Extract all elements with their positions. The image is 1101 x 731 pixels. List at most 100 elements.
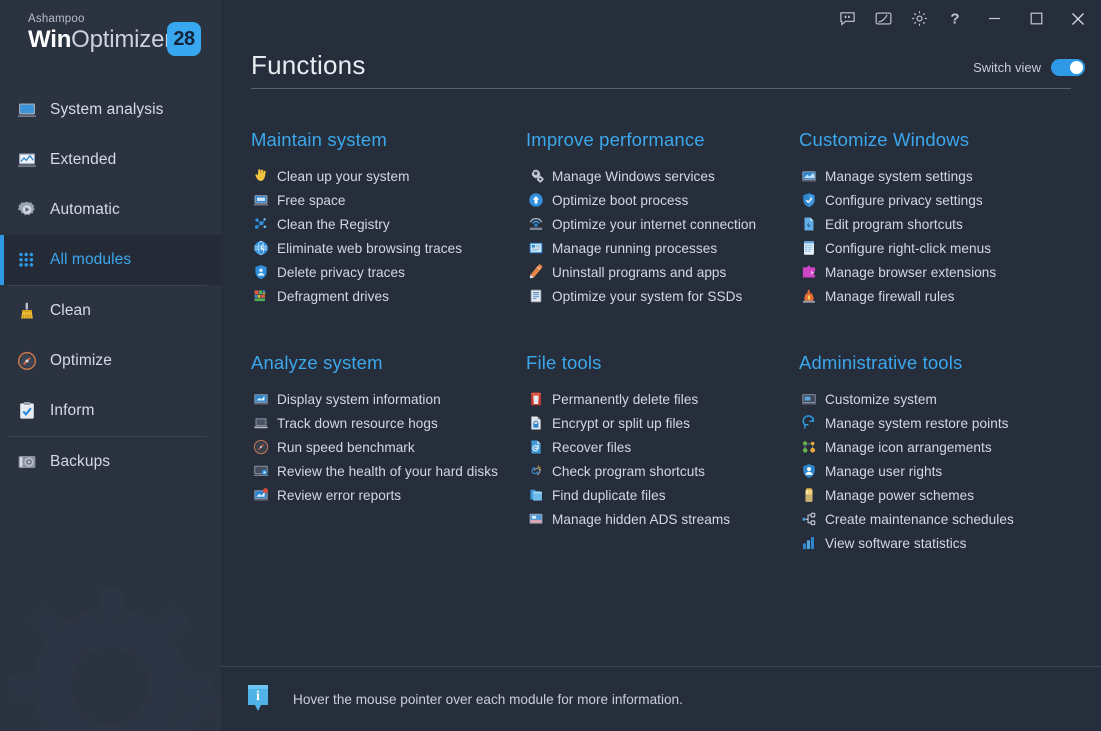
- brand-name-bold: Win: [28, 26, 72, 53]
- sidebar-item-extended[interactable]: Extended: [0, 135, 221, 185]
- function-item[interactable]: Eliminate web browsing traces: [251, 236, 526, 260]
- minimize-icon[interactable]: [973, 1, 1015, 37]
- laptop-icon: [251, 415, 270, 432]
- sidebar-item-label: All modules: [50, 251, 132, 268]
- function-item[interactable]: Recover files: [526, 435, 799, 459]
- function-item[interactable]: Check program shortcuts: [526, 459, 799, 483]
- function-item[interactable]: Display system information: [251, 387, 526, 411]
- duplicate-files-icon: [526, 487, 545, 504]
- window-titlebar: ?: [221, 0, 1101, 37]
- header-divider: [251, 88, 1071, 89]
- function-item-label: Optimize your system for SSDs: [552, 288, 743, 304]
- battery-icon: [799, 487, 818, 504]
- feedback-icon[interactable]: [829, 1, 865, 37]
- function-item[interactable]: Optimize your system for SSDs: [526, 284, 799, 308]
- news-icon[interactable]: [865, 1, 901, 37]
- gear-icon[interactable]: [901, 1, 937, 37]
- function-item-label: Review the health of your hard disks: [277, 463, 498, 479]
- function-item[interactable]: Clean the Registry: [251, 212, 526, 236]
- function-item[interactable]: Optimize your internet connection: [526, 212, 799, 236]
- function-item-label: Create maintenance schedules: [825, 511, 1014, 527]
- function-item[interactable]: Create maintenance schedules: [799, 507, 1085, 531]
- function-item[interactable]: Configure privacy settings: [799, 188, 1085, 212]
- function-item[interactable]: Review the health of your hard disks: [251, 459, 526, 483]
- function-item-label: Clean up your system: [277, 168, 410, 184]
- function-item-label: Find duplicate files: [552, 487, 666, 503]
- function-item[interactable]: Manage user rights: [799, 459, 1085, 483]
- ads-streams-icon: [526, 511, 545, 528]
- restore-icon: [799, 415, 818, 432]
- function-item[interactable]: Manage browser extensions: [799, 260, 1085, 284]
- function-item[interactable]: Manage icon arrangements: [799, 435, 1085, 459]
- sidebar-item-backups[interactable]: Backups: [0, 437, 221, 487]
- sidebar-item-inform[interactable]: Inform: [0, 386, 221, 436]
- function-item-label: Manage system restore points: [825, 415, 1009, 431]
- encrypt-file-icon: [526, 415, 545, 432]
- svg-text:i: i: [256, 689, 260, 704]
- function-item[interactable]: View software statistics: [799, 531, 1085, 555]
- icon-arrange-icon: [799, 439, 818, 456]
- status-bar-text: Hover the mouse pointer over each module…: [293, 691, 683, 707]
- recover-file-icon: [526, 439, 545, 456]
- function-item[interactable]: Encrypt or split up files: [526, 411, 799, 435]
- function-item-label: Uninstall programs and apps: [552, 264, 727, 280]
- function-item[interactable]: Manage system settings: [799, 164, 1085, 188]
- function-item-label: Display system information: [277, 391, 441, 407]
- function-item-label: View software statistics: [825, 535, 967, 551]
- function-item[interactable]: Review error reports: [251, 483, 526, 507]
- function-item[interactable]: Find duplicate files: [526, 483, 799, 507]
- function-item[interactable]: Clean up your system: [251, 164, 526, 188]
- function-item[interactable]: Optimize boot process: [526, 188, 799, 212]
- function-item[interactable]: Delete privacy traces: [251, 260, 526, 284]
- sidebar-item-clean[interactable]: Clean: [0, 286, 221, 336]
- function-item[interactable]: Track down resource hogs: [251, 411, 526, 435]
- function-item[interactable]: Configure right-click menus: [799, 236, 1085, 260]
- function-item-label: Manage hidden ADS streams: [552, 511, 731, 527]
- sidebar-item-optimize[interactable]: Optimize: [0, 336, 221, 386]
- broken-link-icon: [526, 463, 545, 480]
- chart-monitor-icon: [14, 148, 40, 172]
- function-item-label: Delete privacy traces: [277, 264, 405, 280]
- switch-view-track[interactable]: [1051, 59, 1085, 76]
- sidebar-item-label: Optimize: [50, 352, 112, 369]
- close-icon[interactable]: [1057, 1, 1099, 37]
- context-menu-icon: [799, 240, 818, 257]
- switch-view-toggle[interactable]: Switch view: [973, 59, 1085, 81]
- shortcut-file-icon: [799, 216, 818, 233]
- sidebar-item-automatic[interactable]: Automatic: [0, 185, 221, 235]
- help-icon[interactable]: ?: [937, 1, 973, 37]
- function-item[interactable]: Manage power schemes: [799, 483, 1085, 507]
- function-item[interactable]: Permanently delete files: [526, 387, 799, 411]
- shield-icon: [799, 192, 818, 209]
- sidebar-item-label: Clean: [50, 302, 91, 319]
- maximize-icon[interactable]: [1015, 1, 1057, 37]
- sidebar-item-all-modules[interactable]: All modules: [0, 235, 221, 285]
- sidebar-divider: [8, 436, 207, 437]
- function-item[interactable]: Manage firewall rules: [799, 284, 1085, 308]
- function-item[interactable]: Run speed benchmark: [251, 435, 526, 459]
- statistics-icon: [799, 535, 818, 552]
- function-item[interactable]: Edit program shortcuts: [799, 212, 1085, 236]
- uninstall-icon: [526, 264, 545, 281]
- function-item-label: Manage system settings: [825, 168, 973, 184]
- function-item[interactable]: Manage hidden ADS streams: [526, 507, 799, 531]
- function-item[interactable]: Manage running processes: [526, 236, 799, 260]
- function-item[interactable]: Customize system: [799, 387, 1085, 411]
- function-item-label: Manage Windows services: [552, 168, 715, 184]
- function-item[interactable]: Free space: [251, 188, 526, 212]
- function-item[interactable]: Manage system restore points: [799, 411, 1085, 435]
- function-item[interactable]: Uninstall programs and apps: [526, 260, 799, 284]
- function-item-label: Run speed benchmark: [277, 439, 415, 455]
- function-item-label: Defragment drives: [277, 288, 389, 304]
- function-item-label: Edit program shortcuts: [825, 216, 963, 232]
- function-item[interactable]: Manage Windows services: [526, 164, 799, 188]
- sidebar-item-label: Inform: [50, 402, 95, 419]
- benchmark-gauge-icon: [251, 439, 270, 456]
- sidebar-item-system-analysis[interactable]: System analysis: [0, 85, 221, 135]
- function-item[interactable]: Defragment drives: [251, 284, 526, 308]
